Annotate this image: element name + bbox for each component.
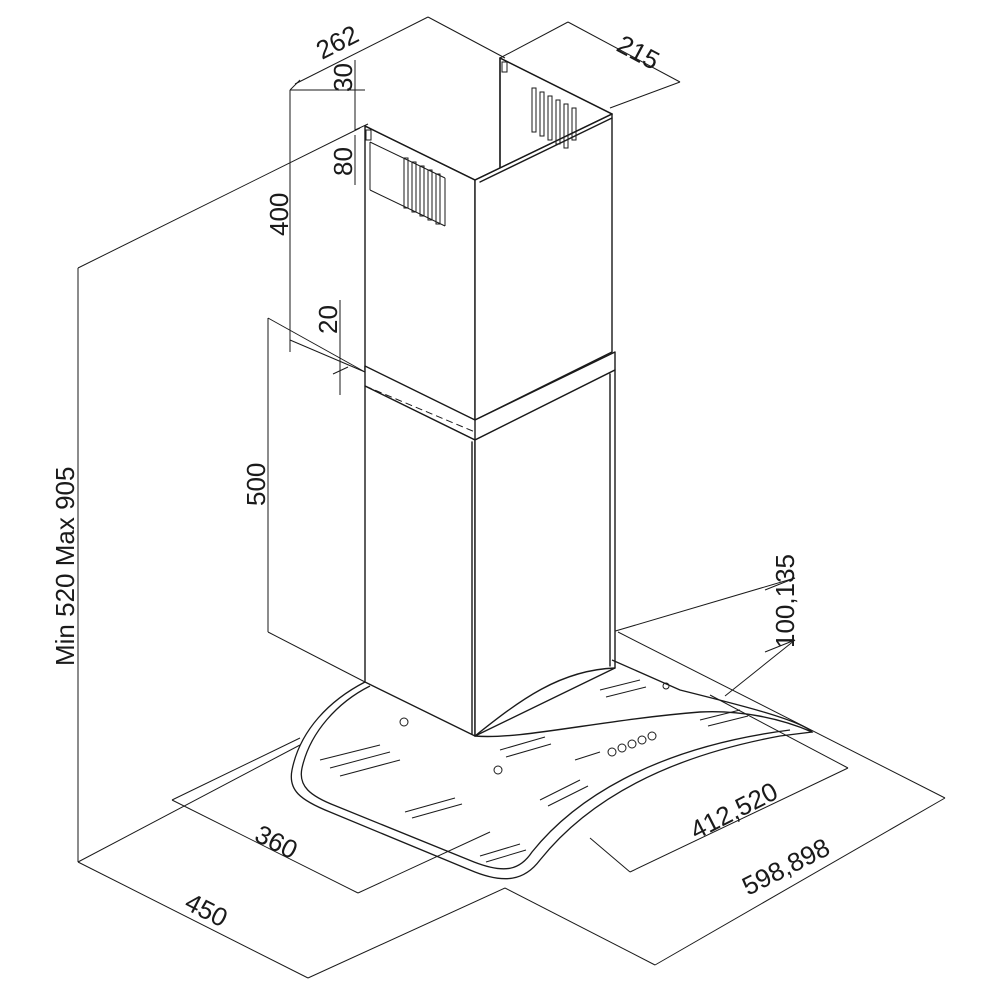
dim-top-depth: 215: [612, 29, 664, 76]
dim-slot-height: 80: [328, 147, 358, 176]
fixing-hole: [662, 682, 670, 690]
fixing-hole: [399, 717, 409, 727]
vent-slots-upper-right: [531, 87, 577, 149]
dim-top-width: 262: [311, 19, 363, 65]
dim-upper-chimney: 400: [264, 193, 294, 236]
dim-overlap: 20: [313, 305, 343, 334]
glass-reflections: [319, 679, 749, 863]
vent-slots-upper-left: [403, 157, 441, 225]
dim-glass-depth-inner: 360: [250, 819, 302, 865]
dim-glass-width-outer: 598,898: [737, 832, 834, 901]
lower-chimney: [364, 369, 616, 737]
glass-canopy: [290, 659, 814, 880]
control-buttons: [607, 731, 657, 757]
dim-glass-width-inner: 412,520: [685, 776, 782, 845]
dim-glass-depth-outer: 450: [180, 887, 232, 933]
fixing-hole: [493, 765, 503, 775]
dim-slot-offset: 30: [328, 63, 358, 92]
dim-glass-thickness: 100,135: [770, 554, 800, 648]
upper-chimney: [364, 57, 613, 421]
dim-lower-chimney: 500: [241, 463, 271, 506]
dim-total-height: Min 520 Max 905: [50, 467, 80, 666]
